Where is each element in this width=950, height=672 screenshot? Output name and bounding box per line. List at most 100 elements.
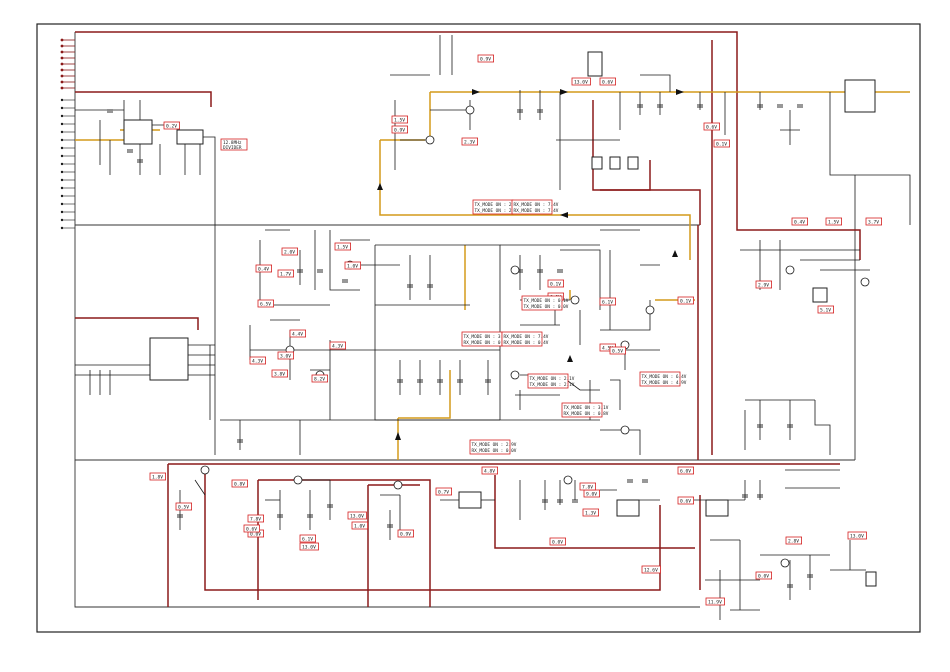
voltage-label: 1.8V xyxy=(149,472,167,481)
voltage-value: 2.9V xyxy=(758,282,769,288)
mode-row: TX_MODE ON : 2.1V xyxy=(530,382,575,388)
connector-pins xyxy=(60,38,75,230)
voltage-label: 0.6V xyxy=(677,496,695,505)
drawing-frame xyxy=(36,23,921,633)
voltage-value: 4.8V xyxy=(484,468,495,474)
voltage-value: 1.5V xyxy=(394,117,405,123)
voltage-label: 0.7V xyxy=(435,487,453,496)
ic-switch xyxy=(812,287,828,303)
mode-row: RX_MODE ON : 0.4V xyxy=(504,340,549,346)
mode-row: RX_MODE ON : 7.4V xyxy=(504,334,549,340)
voltage-value: 4.3V xyxy=(252,358,263,364)
voltage-label: 13.0V xyxy=(571,77,591,86)
voltage-label: 0.1V xyxy=(713,139,731,148)
mode-row: TX_MODE ON : 3.1V xyxy=(564,405,609,411)
voltage-value: 8.2V xyxy=(314,376,325,382)
voltage-value: 0.0V xyxy=(552,539,563,545)
voltage-value: 2.3V xyxy=(464,139,475,145)
voltage-label: 0.6V xyxy=(599,77,617,86)
voltage-value: 1.7V xyxy=(280,271,291,277)
voltage-label: 1.0V xyxy=(351,521,369,530)
voltage-value: 6.1V xyxy=(302,536,313,542)
ic-relay-c xyxy=(627,156,639,170)
arrow-right-2 xyxy=(676,89,684,95)
voltage-label: 9.0V xyxy=(583,489,601,498)
voltage-label: 0.9V xyxy=(391,125,409,134)
voltage-value: 4.5V xyxy=(602,345,613,351)
voltage-label: 3.0V xyxy=(277,351,295,360)
voltage-label: 0.6V xyxy=(703,122,721,131)
voltage-label: 6.1V xyxy=(299,534,317,543)
voltage-value: 7.8V xyxy=(250,516,261,522)
voltage-label: 13.0V xyxy=(299,542,319,551)
signal-arrows xyxy=(377,89,684,440)
voltage-value: 0.6V xyxy=(706,124,717,130)
voltage-label: 0.9V xyxy=(397,529,415,538)
voltage-label: 4.4V xyxy=(289,329,307,338)
voltage-value: 0.0V xyxy=(250,531,261,537)
mode-row: RX_MODE ON : 0.0V xyxy=(464,340,509,346)
voltage-value: 0.1V xyxy=(716,141,727,147)
component-note: 12.8MHz DIVIDER xyxy=(220,138,248,151)
mode-row: RX_MODE ON : 7.4V xyxy=(514,202,559,208)
voltage-label: 6.0V xyxy=(677,466,695,475)
voltage-label: 2.8V xyxy=(785,536,803,545)
arrow-up-1 xyxy=(377,183,383,190)
note-line-1: 12.8MHz xyxy=(223,140,242,146)
ic-relay-b xyxy=(609,156,621,170)
voltage-value: 0.5V xyxy=(612,348,623,354)
mode-row: TX_MODE ON : 3.0V xyxy=(464,334,509,340)
voltage-value: 1.8V xyxy=(152,474,163,480)
mode-row: TX_MODE ON : 6.4V xyxy=(642,374,687,380)
ic-main-controller xyxy=(149,337,189,381)
voltage-label: 0.8V xyxy=(231,479,249,488)
voltage-label: 0.1V xyxy=(547,279,565,288)
voltage-value: 7.8V xyxy=(582,484,593,490)
arrow-up-3 xyxy=(672,250,678,257)
voltage-label: 0.5V xyxy=(175,502,193,511)
voltage-value: 6.0V xyxy=(680,468,691,474)
arrow-left-1 xyxy=(560,212,568,218)
voltage-label: 13.0V xyxy=(347,511,367,520)
voltage-value: 0.0V xyxy=(758,573,769,579)
mode-row: RX_MODE ON : 0.8V xyxy=(564,411,609,417)
ic-filter-block xyxy=(844,79,876,113)
ic-regulator-3 xyxy=(705,499,729,517)
ic-relay-a xyxy=(591,156,603,170)
voltage-label: 1.7V xyxy=(277,269,295,278)
voltage-value: 3.0V xyxy=(280,353,291,359)
voltage-value: 0.1V xyxy=(550,281,561,287)
mode-row: TX_MODE ON : 2.1V xyxy=(530,376,575,382)
voltage-label: 0.1V xyxy=(677,296,695,305)
voltage-value: 2.8V xyxy=(788,538,799,544)
voltage-value: 4.4V xyxy=(292,331,303,337)
voltage-value: 3.7V xyxy=(868,219,879,225)
mode-row: RX_MODE ON : 7.4V xyxy=(514,208,559,214)
voltage-value: 0.6V xyxy=(246,526,257,532)
voltage-label: 3.8V xyxy=(271,369,289,378)
voltage-value: 12.6V xyxy=(644,567,658,573)
voltage-label: 1.0V xyxy=(344,261,362,270)
voltage-value: 0.9V xyxy=(394,127,405,133)
voltage-value: 1.0V xyxy=(354,523,365,529)
voltage-value: 13.0V xyxy=(302,544,316,550)
power-rails xyxy=(75,31,861,607)
voltage-label: 1.5V xyxy=(334,242,352,251)
voltage-label: 4.8V xyxy=(481,466,499,475)
arrow-right-1 xyxy=(560,89,568,95)
voltage-value: 5.1V xyxy=(820,307,831,313)
arrow-right-3 xyxy=(472,89,480,95)
voltage-label: 1.5V xyxy=(825,217,843,226)
voltage-label: 12.6V xyxy=(641,565,661,574)
voltage-value: 3.8V xyxy=(274,371,285,377)
voltage-value: 0.4V xyxy=(258,266,269,272)
mode-row: TX_MODE ON : 4.9V xyxy=(642,380,687,386)
voltage-label: 7.8V xyxy=(579,482,597,491)
